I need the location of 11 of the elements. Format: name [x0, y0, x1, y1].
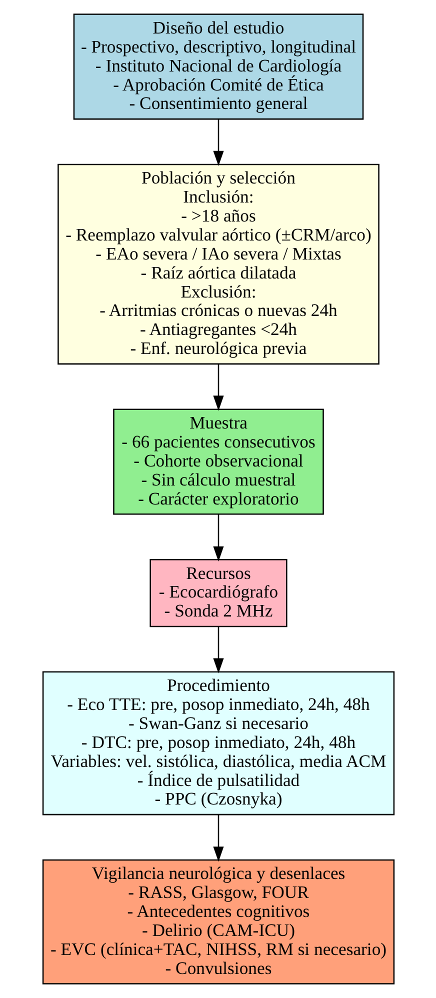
node-box: Diseño del estudio - Prospectivo, descriptivo, longitudinal - Instituto Nacional de Cardiología - Aprobación Comité de Ética - Consentimiento general: [72, 14, 364, 120]
arrow: [212, 364, 224, 411]
node-box: Vigilancia neurológica y desenlaces - RASS, Glasgow, FOUR - Antecedentes cognitivos - Delirio (CAM-ICU) - EVC (clínica+TAC, NIHSS, RM si necesario) - Convulsiones: [42, 859, 394, 984]
node-box: Población y selección Inclusión: - >18 años - Reemplazo valvular aórtico (±CRM/arco) - EAo severa / IAo severa / Mixtas - Raíz aórtica dilatada Exclusión: - Arritmias crónicas o nuevas 24h - Antiagregantes <24h - Enf. neurológica previa: [57, 164, 379, 365]
node-box: Procedimiento - Eco TTE: pre, posop inmediato, 24h, 48h - Swan-Ganz si necesario - DTC: pre, posop inmediato, 24h, 48h Variables: vel. sistólica, diastólica, media ACM - Índice de pulsatilidad - PPC (Czosnyka): [42, 671, 394, 816]
node-box: Muestra - 66 pacientes consecutivos - Cohorte observacional - Sin cálculo muestral - Carácter exploratorio: [112, 408, 324, 515]
arrow: [212, 814, 224, 862]
arrow: [212, 514, 224, 562]
arrow: [212, 626, 224, 674]
arrow: [212, 119, 224, 166]
node-box: Recursos - Ecocardiógrafo - Sonda 2 MHz: [149, 558, 287, 628]
